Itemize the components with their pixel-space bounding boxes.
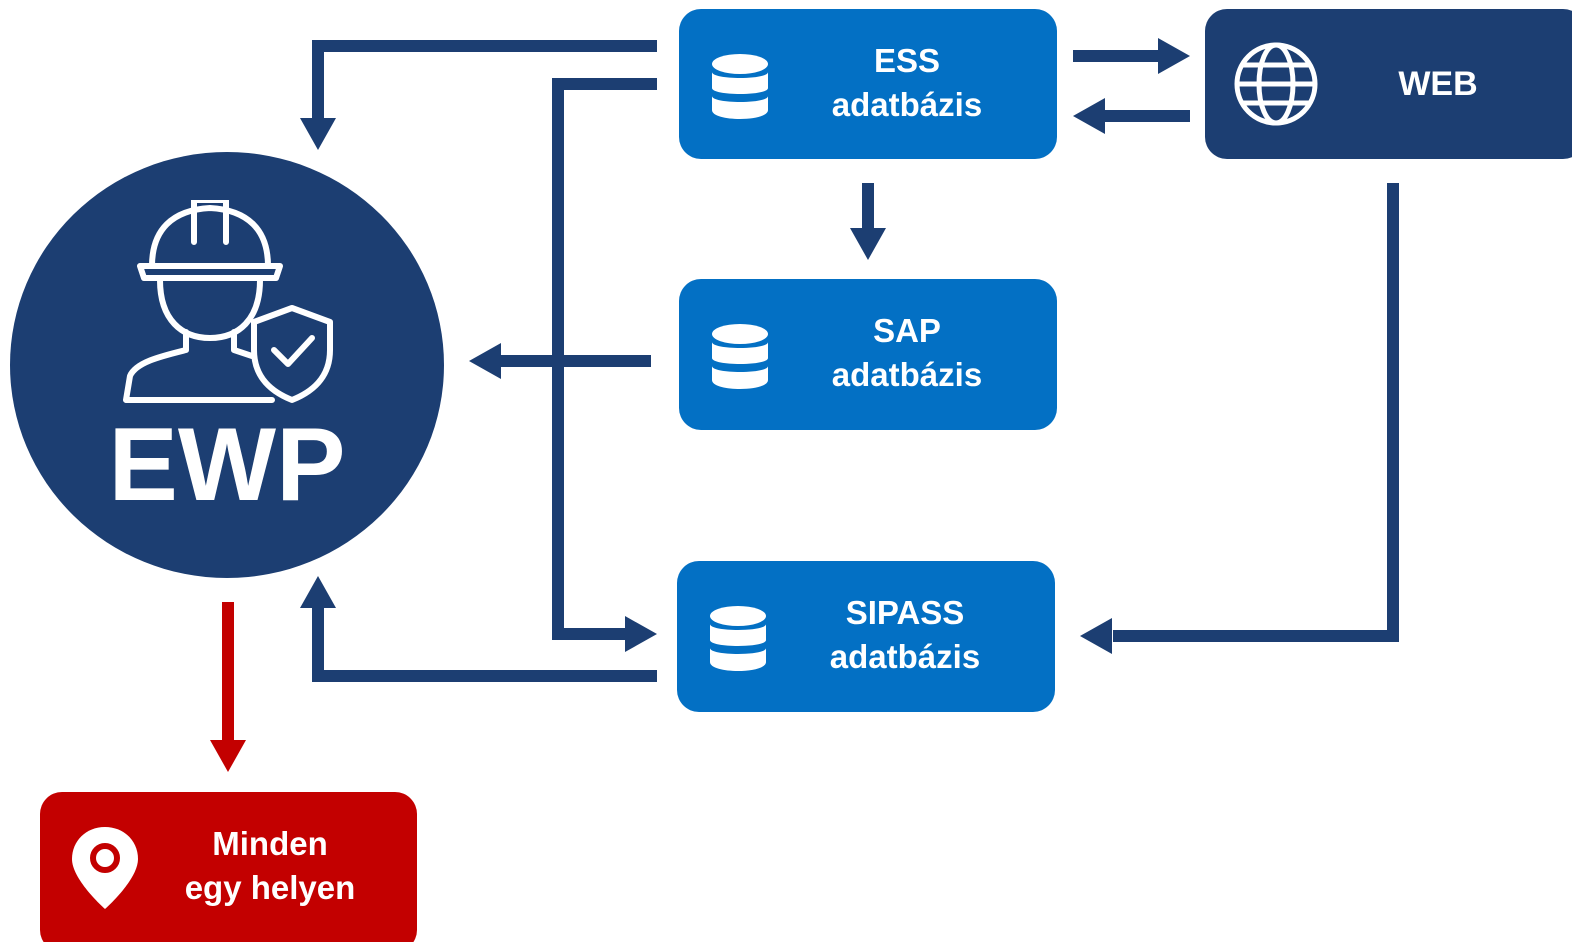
node-minden-egy-helyen: Minden egy helyen	[40, 792, 417, 942]
database-icon	[712, 324, 768, 389]
database-icon	[710, 606, 766, 671]
arrow-head-icon	[469, 343, 501, 379]
edge-sipass-ewp	[300, 576, 657, 682]
globe-icon	[1234, 42, 1318, 126]
sap-label-line2: adatbázis	[831, 356, 983, 393]
ewp-label: EWP	[108, 407, 346, 523]
worker-shield-icon	[123, 200, 333, 403]
arrow-head-icon	[1080, 618, 1112, 654]
arrow-head-icon	[300, 576, 336, 608]
arrow-head-icon	[1073, 98, 1105, 134]
minden-label-line1: Minden	[212, 825, 328, 862]
edge-web-sipass	[1080, 183, 1399, 654]
node-ewp: EWP	[10, 152, 444, 578]
minden-label-line2: egy helyen	[184, 869, 356, 906]
edge-line	[312, 608, 657, 682]
location-pin-icon	[72, 827, 138, 909]
sipass-label-line1: SIPASS	[845, 594, 965, 631]
edge-ess-ewp	[300, 40, 657, 150]
arrow-head-icon	[850, 228, 886, 260]
edge-ess-sap	[850, 183, 886, 260]
sipass-label-line2: adatbázis	[829, 638, 981, 675]
sap-label: SAP adatbázis	[809, 309, 1005, 397]
node-sipass-database: SIPASS adatbázis	[677, 561, 1055, 712]
arrow-head-icon	[210, 740, 246, 772]
arrow-head-icon	[1158, 38, 1190, 74]
edge-line	[312, 40, 657, 118]
ess-label-line2: adatbázis	[831, 86, 983, 123]
sipass-label: SIPASS adatbázis	[807, 591, 1003, 679]
minden-label: Minden egy helyen	[160, 822, 380, 910]
node-web: WEB	[1205, 9, 1572, 159]
arrow-head-icon	[625, 616, 657, 652]
sap-label-line1: SAP	[873, 312, 941, 349]
arrow-head-icon	[300, 118, 336, 150]
web-label: WEB	[1398, 65, 1478, 103]
node-ess-database: ESS adatbázis	[679, 9, 1057, 159]
edge-ess-sipass	[552, 78, 657, 652]
node-sap-database: SAP adatbázis	[679, 279, 1057, 430]
database-icon	[712, 54, 768, 119]
edge-web-ess	[1073, 98, 1190, 134]
edge-ess-web	[1073, 38, 1190, 74]
ess-label: ESS adatbázis	[809, 39, 1005, 127]
edge-sap-ewp	[469, 343, 651, 379]
ess-label-line1: ESS	[873, 42, 941, 79]
edge-ewp-minden	[210, 602, 246, 772]
edge-line	[1113, 183, 1399, 642]
